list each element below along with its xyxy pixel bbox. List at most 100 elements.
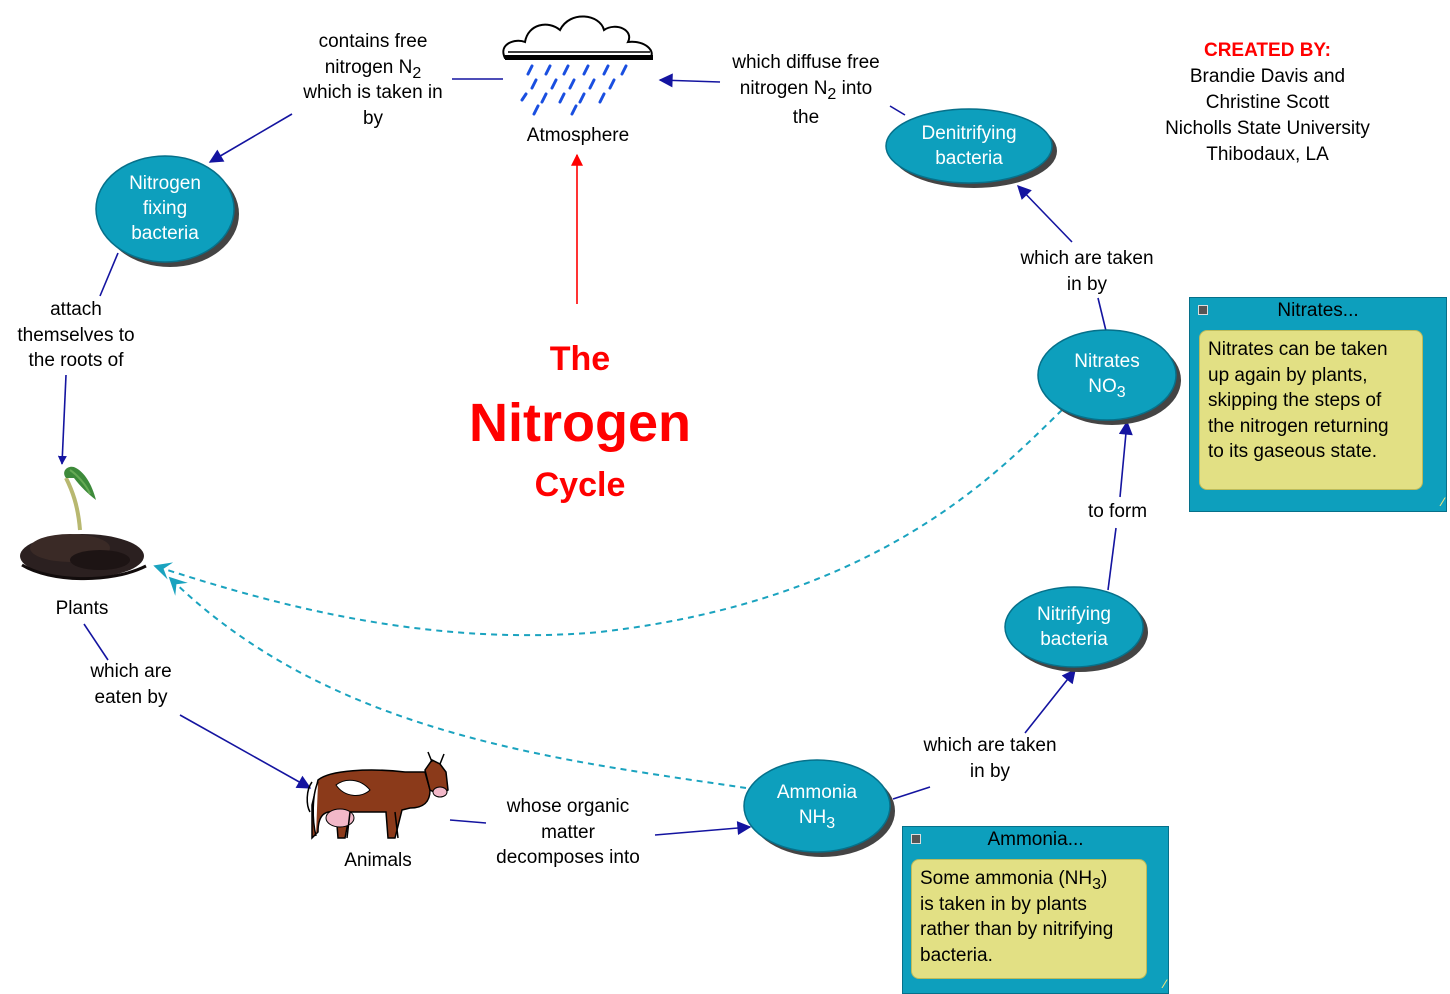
node-label-line: NO3 xyxy=(1038,374,1176,399)
node-label-line: bacteria xyxy=(886,146,1052,171)
node-nitrogen-fixing-bacteria[interactable]: Nitrogen fixing bacteria xyxy=(96,171,234,246)
link-taken-in-by-ammonia[interactable]: which are taken in by xyxy=(910,733,1070,784)
credits-city: Thibodaux, LA xyxy=(1125,142,1410,168)
link-line: the roots of xyxy=(5,348,147,374)
link-line: in by xyxy=(1007,272,1167,298)
note-collapse-icon[interactable] xyxy=(911,834,921,844)
line-ammonia-taken xyxy=(893,787,930,799)
node-label-sub: 3 xyxy=(826,815,835,832)
title-cycle: Cycle xyxy=(430,466,730,504)
link-line: which diffuse free xyxy=(718,50,894,76)
credits-school: Nicholls State University xyxy=(1125,116,1410,142)
credits-heading: CREATED BY: xyxy=(1125,38,1410,64)
note-header: Ammonia... xyxy=(903,827,1168,853)
node-label-line: Nitrogen xyxy=(96,171,234,196)
node-ammonia[interactable]: Ammonia NH3 xyxy=(745,780,889,830)
cloud-rain-icon xyxy=(503,16,653,114)
link-text: into xyxy=(836,78,872,99)
node-label-line: Ammonia xyxy=(745,780,889,805)
line-plants-eaten xyxy=(84,624,108,660)
link-line: nitrogen N2 xyxy=(288,55,458,81)
node-label-line: bacteria xyxy=(96,221,234,246)
link-attach[interactable]: attach themselves to the roots of xyxy=(5,297,147,374)
link-line: eaten by xyxy=(72,685,190,711)
note-line: the nitrogen returning xyxy=(1208,414,1414,440)
node-label-line: Nitrates xyxy=(1038,349,1176,374)
note-text: Some ammonia (NH xyxy=(920,868,1092,889)
note-collapse-icon[interactable] xyxy=(1198,305,1208,315)
link-line: the xyxy=(718,105,894,131)
node-label-line: Denitrifying xyxy=(886,121,1052,146)
note-line: skipping the steps of xyxy=(1208,388,1414,414)
note-ammonia[interactable]: Ammonia... Some ammonia (NH3) is taken i… xyxy=(902,826,1169,994)
node-denitrifying-bacteria[interactable]: Denitrifying bacteria xyxy=(886,121,1052,171)
link-text: nitrogen N xyxy=(325,57,413,78)
note-line: Some ammonia (NH3) xyxy=(920,866,1138,892)
note-line: bacteria. xyxy=(920,943,1138,969)
note-header: Nitrates... xyxy=(1190,298,1446,324)
line-taken-nitrifying xyxy=(1025,670,1075,733)
link-eaten-by[interactable]: which are eaten by xyxy=(72,659,190,710)
line-nitrogenfixing-attach xyxy=(100,253,118,296)
node-label-line: bacteria xyxy=(1005,627,1143,652)
note-line: rather than by nitrifying xyxy=(920,917,1138,943)
link-line: themselves to xyxy=(5,323,147,349)
link-sub: 2 xyxy=(827,86,836,103)
title-nitrogen: Nitrogen xyxy=(430,393,730,453)
note-title: Nitrates... xyxy=(1277,300,1358,321)
node-label-line: fixing xyxy=(96,196,234,221)
credits-names-2: Christine Scott xyxy=(1125,90,1410,116)
link-line: which are taken xyxy=(1007,246,1167,272)
link-line: attach xyxy=(5,297,147,323)
note-body: Some ammonia (NH3) is taken in by plants… xyxy=(911,859,1147,979)
line-nitrifying-toform xyxy=(1108,528,1116,590)
node-animals[interactable]: Animals xyxy=(318,848,438,874)
link-line: which is taken in xyxy=(288,80,458,106)
line-taken-denitrifying xyxy=(1018,186,1072,242)
link-to-form[interactable]: to form xyxy=(1070,499,1165,525)
node-label-text: NH xyxy=(799,807,826,828)
link-line: decomposes into xyxy=(478,845,658,871)
link-taken-in-by-nitrates[interactable]: which are taken in by xyxy=(1007,246,1167,297)
link-text: nitrogen N xyxy=(740,78,828,99)
line-contains-nitrogenfixing xyxy=(210,114,292,162)
link-line: whose organic xyxy=(478,794,658,820)
node-label-line: NH3 xyxy=(745,805,889,830)
note-sub: 3 xyxy=(1092,876,1101,893)
link-line: which are xyxy=(72,659,190,685)
link-line: nitrogen N2 into xyxy=(718,76,894,102)
link-diffuse[interactable]: which diffuse free nitrogen N2 into the xyxy=(718,50,894,131)
node-nitrifying-bacteria[interactable]: Nitrifying bacteria xyxy=(1005,602,1143,652)
credits-names: Brandie Davis and xyxy=(1125,64,1410,90)
note-nitrates[interactable]: Nitrates... Nitrates can be taken up aga… xyxy=(1189,297,1447,512)
note-title: Ammonia... xyxy=(987,829,1083,850)
link-line: in by xyxy=(910,759,1070,785)
node-label-sub: 3 xyxy=(1117,384,1126,401)
node-nitrates[interactable]: Nitrates NO3 xyxy=(1038,349,1176,399)
node-atmosphere[interactable]: Atmosphere xyxy=(508,123,648,149)
node-label-text: NO xyxy=(1088,376,1117,397)
note-line: to its gaseous state. xyxy=(1208,439,1414,465)
node-plants[interactable]: Plants xyxy=(30,596,134,622)
line-attach-plants xyxy=(62,375,66,464)
title-the: The xyxy=(430,340,730,378)
link-contains-free[interactable]: contains free nitrogen N2 which is taken… xyxy=(288,29,458,131)
note-line: Nitrates can be taken xyxy=(1208,337,1414,363)
link-line: which are taken xyxy=(910,733,1070,759)
link-line: contains free xyxy=(288,29,458,55)
dashed-link-ammonia-plants xyxy=(170,578,746,788)
cow-icon xyxy=(307,752,448,838)
note-body: Nitrates can be taken up again by plants… xyxy=(1199,330,1423,490)
note-text: ) xyxy=(1101,868,1107,889)
line-diffuse-atmosphere xyxy=(660,80,720,82)
link-line: matter xyxy=(478,820,658,846)
link-decomposes[interactable]: whose organic matter decomposes into xyxy=(478,794,658,871)
seedling-soil-icon xyxy=(20,467,146,579)
line-decomposes-ammonia xyxy=(655,827,750,835)
note-line: is taken in by plants xyxy=(920,892,1138,918)
node-label-line: Nitrifying xyxy=(1005,602,1143,627)
line-toform-nitrates xyxy=(1120,422,1127,497)
link-line: by xyxy=(288,106,458,132)
credits-block: CREATED BY: Brandie Davis and Christine … xyxy=(1125,38,1410,168)
line-eaten-animals xyxy=(180,715,310,788)
